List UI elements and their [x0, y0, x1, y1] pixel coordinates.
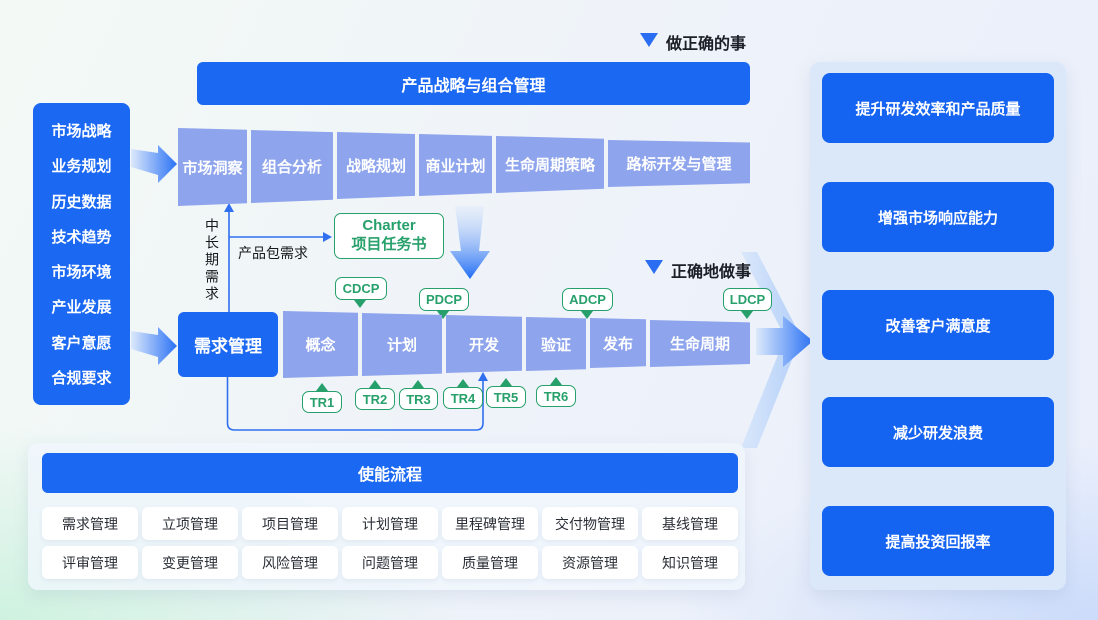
- strategy-stage-lifecycle-strategy: 生命周期策略: [496, 136, 604, 193]
- sidebar-to-strategy-arrow: [131, 145, 177, 183]
- enable-cell: 需求管理: [42, 507, 138, 540]
- sidebar-to-requirement-arrow: [131, 327, 177, 365]
- strategy-banner: 产品战略与组合管理: [197, 62, 750, 105]
- outcome-arrow: [756, 316, 813, 367]
- enable-cell: 立项管理: [142, 507, 238, 540]
- strategy-stage-strategic-planning: 战略规划: [337, 132, 415, 199]
- input-item: 技术趋势: [51, 228, 112, 246]
- enable-cell: 资源管理: [542, 546, 638, 579]
- gate-cdcp-pointer-icon: [354, 300, 366, 308]
- input-item: 历史数据: [51, 193, 112, 211]
- enable-process-banner: 使能流程: [42, 453, 738, 493]
- tr2-box: TR2: [355, 388, 395, 410]
- tr4-box: TR4: [443, 387, 483, 409]
- charter-line2: 项目任务书: [351, 236, 427, 253]
- tr5-box: TR5: [486, 386, 526, 408]
- enable-cell: 知识管理: [642, 546, 738, 579]
- market-inputs-panel: 市场战略 业务规划 历史数据 技术趋势 市场环境 产业发展 客户意愿 合规要求: [33, 103, 130, 405]
- tr4-pointer-icon: [457, 379, 469, 387]
- charter-line1: Charter: [362, 217, 416, 235]
- tr5-pointer-icon: [500, 378, 512, 386]
- down-triangle-icon: [645, 260, 663, 274]
- gate-pdcp-pointer-icon: [437, 311, 449, 319]
- enable-cell: 风险管理: [242, 546, 338, 579]
- tr1-box: TR1: [302, 391, 342, 413]
- tr3-box: TR3: [399, 388, 438, 410]
- strategy-stage-portfolio-analysis: 组合分析: [251, 130, 333, 203]
- long-term-demand-arrowhead: [224, 203, 234, 212]
- enable-cell: 问题管理: [342, 546, 438, 579]
- gate-pdcp: PDCP: [419, 288, 469, 311]
- do-right-things-caption: 做正确的事: [666, 36, 747, 53]
- strategy-stage-business-plan: 商业计划: [419, 134, 492, 196]
- dev-stage-lifecycle: 生命周期: [650, 320, 750, 367]
- input-item: 客户意愿: [51, 334, 112, 352]
- gate-adcp-pointer-icon: [581, 311, 593, 319]
- input-item: 产业发展: [51, 299, 112, 317]
- outcome-roi: 提高投资回报率: [822, 506, 1054, 576]
- gate-adcp: ADCP: [562, 288, 613, 311]
- dev-stage-plan: 计划: [362, 313, 442, 376]
- strategy-stage-roadmap-mgmt: 路标开发与管理: [608, 140, 750, 187]
- package-demand-arrowhead: [323, 232, 332, 242]
- enable-cell: 计划管理: [342, 507, 438, 540]
- tr6-pointer-icon: [550, 377, 562, 385]
- tr1-pointer-icon: [316, 383, 328, 391]
- gate-cdcp: CDCP: [335, 277, 387, 300]
- tr3-pointer-icon: [412, 380, 424, 388]
- outcome-customer-satisfaction: 改善客户满意度: [822, 290, 1054, 360]
- feedback-line: [226, 377, 484, 431]
- tr2-pointer-icon: [369, 380, 381, 388]
- feedback-arrowhead: [478, 372, 488, 381]
- outcome-market-response: 增强市场响应能力: [822, 182, 1054, 252]
- do-things-right-caption: 正确地做事: [671, 264, 752, 281]
- enable-cell: 变更管理: [142, 546, 238, 579]
- outcome-reduce-waste: 减少研发浪费: [822, 397, 1054, 467]
- strategy-stage-market-insight: 市场洞察: [178, 128, 247, 206]
- enable-cell: 评审管理: [42, 546, 138, 579]
- tr6-box: TR6: [536, 385, 576, 407]
- charter-down-arrow: [450, 206, 490, 279]
- down-triangle-icon: [640, 33, 658, 47]
- outcome-efficiency-quality: 提升研发效率和产品质量: [822, 73, 1054, 143]
- enable-cell: 里程碑管理: [442, 507, 538, 540]
- input-item: 业务规划: [51, 158, 112, 176]
- enable-cell: 交付物管理: [542, 507, 638, 540]
- long-term-demand-label: 中长期需求: [204, 218, 220, 303]
- enable-cell: 项目管理: [242, 507, 338, 540]
- dev-stage-concept: 概念: [283, 311, 358, 378]
- input-item: 市场环境: [51, 264, 112, 282]
- dev-stage-develop: 开发: [446, 315, 522, 373]
- dev-stage-verify: 验证: [526, 317, 586, 371]
- dev-stage-release: 发布: [590, 318, 646, 368]
- enable-cell: 基线管理: [642, 507, 738, 540]
- input-item: 市场战略: [51, 123, 112, 141]
- gate-ldcp: LDCP: [723, 288, 772, 311]
- package-demand-label: 产品包需求: [238, 245, 308, 261]
- enable-cell: 质量管理: [442, 546, 538, 579]
- gate-ldcp-pointer-icon: [741, 311, 753, 319]
- charter-box: Charter 项目任务书: [334, 213, 444, 259]
- input-item: 合规要求: [51, 369, 112, 387]
- requirement-management-box: 需求管理: [178, 312, 278, 377]
